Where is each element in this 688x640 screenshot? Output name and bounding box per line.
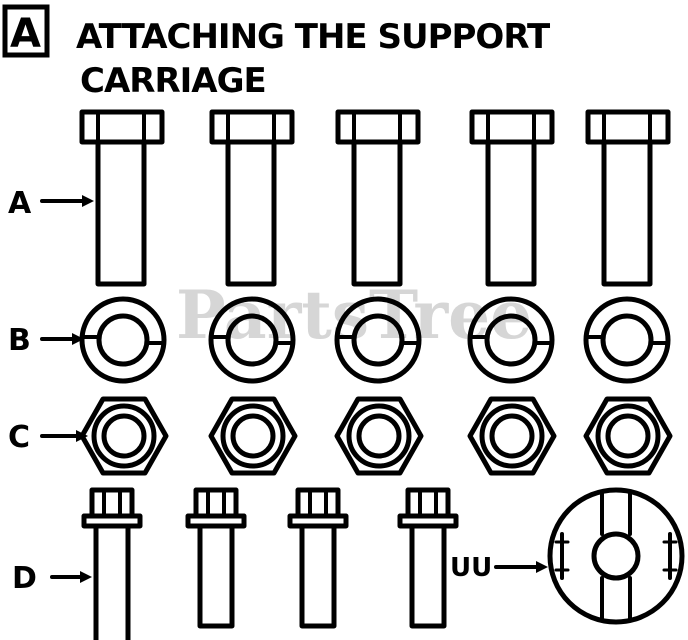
lock-washer-icon [334, 296, 422, 384]
hex-nut-icon [208, 396, 298, 476]
row-label-b: B [8, 323, 31, 358]
hex-bolt-icon [585, 109, 671, 287]
arrowhead-a [82, 195, 94, 207]
flange-bolt-icon [397, 487, 459, 629]
arrowhead-b [72, 333, 84, 345]
hex-nut-icon [79, 396, 169, 476]
flange-bolt-icon [185, 487, 247, 629]
lock-washer-icon [583, 296, 671, 384]
section-letter-box [2, 4, 50, 58]
lock-washer-icon [208, 296, 296, 384]
arrowhead-d [80, 571, 92, 583]
row-label-a: A [8, 186, 32, 221]
hex-bolt-icon [335, 109, 421, 287]
row-labels: A B C D [8, 186, 94, 596]
hex-bolt-icon [79, 109, 165, 287]
hex-bolt-icon [469, 109, 555, 287]
row-b-lock-washers [79, 296, 671, 384]
callout-label: UU [450, 553, 492, 583]
flange-bolt-icon [81, 487, 143, 640]
lock-washer-icon [467, 296, 555, 384]
callout-arrowhead [536, 561, 548, 573]
title-line-2: CARRIAGE [80, 61, 266, 101]
row-d-flange-bolts [81, 487, 459, 640]
flange-bolt-icon [287, 487, 349, 629]
hex-nut-icon [467, 396, 557, 476]
hex-nut-icon [334, 396, 424, 476]
row-a-hex-bolts [79, 109, 671, 287]
hex-bolt-icon [209, 109, 295, 287]
header: A ATTACHING THE SUPPORT CARRIAGE [2, 4, 552, 101]
row-label-d: D [12, 561, 37, 596]
title-line-1: ATTACHING THE SUPPORT [76, 17, 551, 57]
carriage-insert-icon [547, 487, 685, 625]
hex-nut-icon [583, 396, 673, 476]
section-letter: A [10, 11, 41, 57]
row-label-c: C [8, 420, 30, 455]
row-c-hex-nuts [79, 396, 673, 476]
lock-washer-icon [79, 296, 167, 384]
callout-uu: UU [450, 487, 685, 625]
